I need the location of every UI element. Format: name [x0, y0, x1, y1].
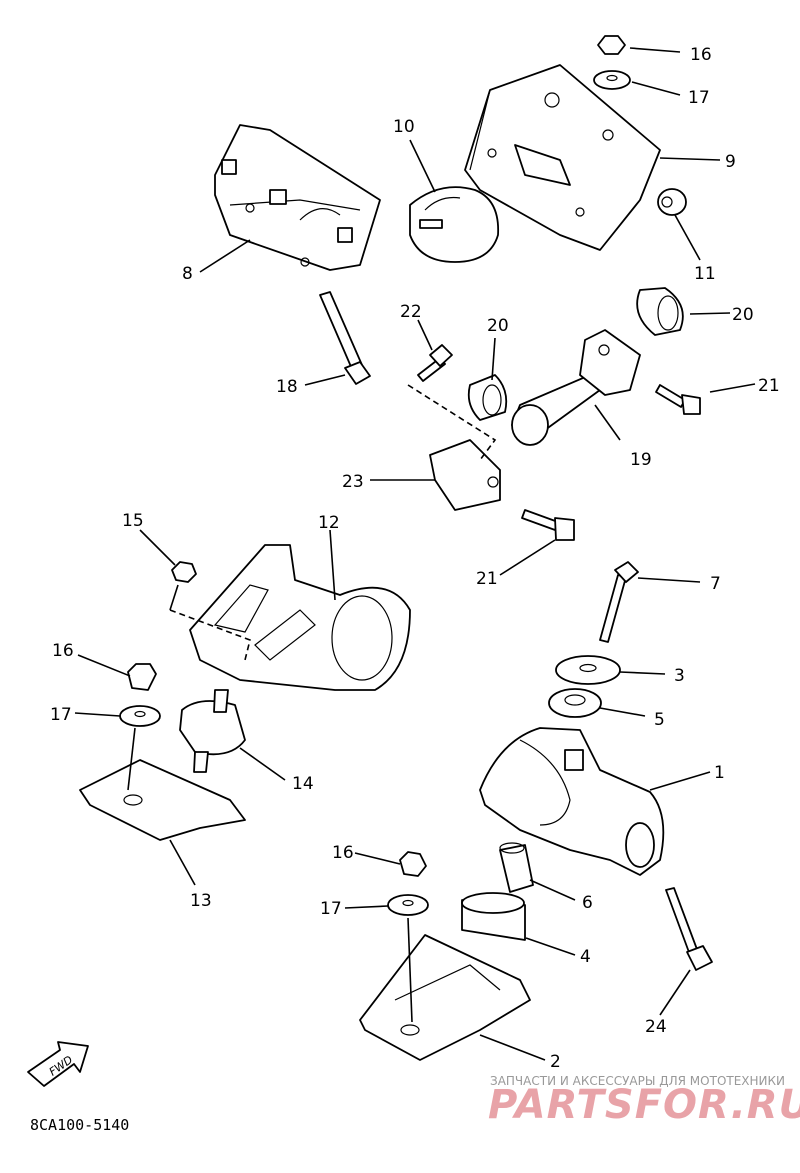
label-16-top: 16 — [690, 45, 712, 65]
part-3-washer — [555, 655, 621, 685]
label-21-lower: 21 — [476, 569, 498, 589]
label-24: 24 — [645, 1017, 667, 1037]
part-19-link — [511, 329, 641, 446]
part-21-bolt-lower — [521, 509, 575, 541]
label-4: 4 — [580, 947, 591, 967]
label-21-upper: 21 — [758, 376, 780, 396]
part-4-bushing — [461, 892, 526, 941]
part-1-bracket — [479, 727, 665, 876]
part-9-bracket — [464, 64, 661, 251]
label-9: 9 — [725, 152, 736, 172]
part-labels: 1 2 3 4 5 6 7 8 9 10 11 12 13 14 15 16 1… — [50, 45, 780, 1072]
part-17-left-washer — [119, 705, 161, 727]
part-2-bracket — [359, 934, 531, 1061]
part-17-top-washer — [593, 70, 631, 90]
part-20-bushing-left — [467, 374, 508, 421]
label-20-left: 20 — [487, 316, 509, 336]
label-7: 7 — [710, 574, 721, 594]
label-10: 10 — [393, 117, 415, 137]
label-18: 18 — [276, 377, 298, 397]
label-12: 12 — [318, 513, 340, 533]
part-16-bottom-nut — [399, 851, 427, 877]
label-16-left: 16 — [52, 641, 74, 661]
part-10-damper — [409, 186, 499, 263]
label-16-bottom: 16 — [332, 843, 354, 863]
part-8-bracket — [214, 124, 381, 271]
part-6-collar — [499, 842, 534, 893]
part-21-bolt-upper — [655, 384, 701, 415]
watermark-brand: PARTSFOR.RU — [488, 1082, 800, 1128]
part-7-bolt — [599, 561, 639, 643]
fwd-arrow: FWD — [27, 1041, 89, 1087]
label-1: 1 — [714, 763, 725, 783]
watermark-tagline: ЗАПЧАСТИ И АКСЕССУАРЫ ДЛЯ МОТОТЕХНИКИ — [490, 1074, 785, 1088]
label-14: 14 — [292, 774, 314, 794]
diagram-code: 8CA100-5140 — [30, 1116, 129, 1134]
label-15: 15 — [122, 511, 144, 531]
label-17-left: 17 — [50, 705, 72, 725]
label-23: 23 — [342, 472, 364, 492]
part-12-bracket — [189, 544, 411, 691]
part-11-collar — [657, 188, 687, 216]
label-11: 11 — [694, 264, 716, 284]
leader-lines — [74, 47, 756, 1061]
label-19: 19 — [630, 450, 652, 470]
part-16-left-nut — [127, 663, 157, 691]
label-5: 5 — [654, 710, 665, 730]
label-2: 2 — [550, 1052, 561, 1072]
part-15-nut — [171, 561, 197, 583]
part-20-bushing-right — [636, 287, 684, 336]
label-8: 8 — [182, 264, 193, 284]
label-17-top: 17 — [688, 88, 710, 108]
label-22: 22 — [400, 302, 422, 322]
part-22-bolt — [417, 344, 453, 382]
label-20-right: 20 — [732, 305, 754, 325]
part-24-bolt — [665, 887, 713, 971]
label-13: 13 — [190, 891, 212, 911]
label-6: 6 — [582, 893, 593, 913]
part-16-top-nut — [597, 35, 626, 55]
label-17-bottom: 17 — [320, 899, 342, 919]
part-13-bracket — [79, 759, 246, 841]
label-3: 3 — [674, 666, 685, 686]
part-5-washer — [548, 688, 602, 718]
part-14-mount — [179, 689, 246, 773]
part-18-bolt — [319, 291, 371, 385]
part-17-bottom-washer — [387, 894, 429, 916]
part-23-bracket — [429, 439, 501, 511]
